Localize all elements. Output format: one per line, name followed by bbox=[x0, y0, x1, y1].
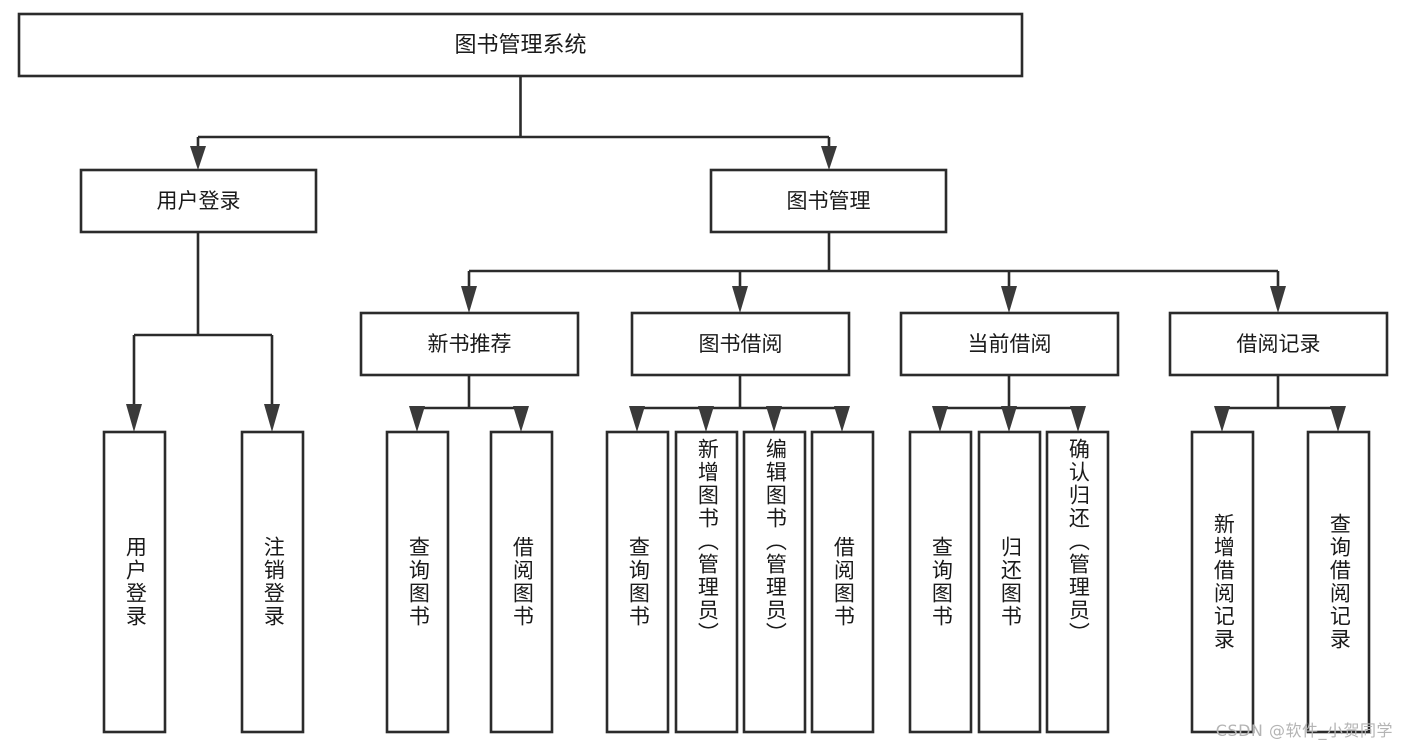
connector-group-new-book-recommend bbox=[409, 375, 529, 432]
connector-group-current-borrow bbox=[932, 375, 1086, 432]
node-root-box[interactable] bbox=[17, 12, 1024, 78]
connector-group-root bbox=[190, 76, 837, 170]
node-user-login-label: 用户登录 bbox=[157, 189, 241, 213]
leaf-box-query-book-2[interactable] bbox=[605, 430, 670, 734]
arrowhead-book-borrow bbox=[732, 286, 748, 313]
node-book-management-box[interactable] bbox=[709, 168, 948, 234]
arrowhead-leaf-borrow-book-2 bbox=[834, 406, 850, 432]
connector-group-borrow-record bbox=[1214, 375, 1346, 432]
node-book-borrow-label: 图书借阅 bbox=[699, 332, 783, 356]
arrowhead-leaf-edit-book bbox=[766, 406, 782, 432]
node-current-borrow[interactable]: 当前借阅 bbox=[899, 311, 1120, 377]
node-root[interactable]: 图书管理系统 bbox=[17, 12, 1024, 78]
leaf-box-user-logout[interactable] bbox=[240, 430, 305, 734]
node-user-login[interactable]: 用户登录 bbox=[79, 168, 318, 234]
leaf-box-confirm-return[interactable] bbox=[1045, 430, 1110, 734]
arrowhead-book-management bbox=[821, 146, 837, 170]
leaf-box-add-book[interactable] bbox=[674, 430, 739, 734]
arrowhead-leaf-add-book bbox=[698, 406, 714, 432]
node-new-book-recommend[interactable]: 新书推荐 bbox=[359, 311, 580, 377]
arrowhead-user-login bbox=[190, 146, 206, 170]
leaf-box-borrow-book-1[interactable] bbox=[489, 430, 554, 734]
node-root-label: 图书管理系统 bbox=[454, 33, 586, 58]
node-new-book-recommend-label: 新书推荐 bbox=[428, 332, 512, 356]
leaf-box-query-record[interactable] bbox=[1306, 430, 1371, 734]
watermark-text: CSDN @软件_小贺同学 bbox=[1215, 721, 1393, 740]
arrowhead-leaf-query-record bbox=[1330, 406, 1346, 432]
leaf-box-add-record[interactable] bbox=[1190, 430, 1255, 734]
arrowhead-leaf-query-book-2 bbox=[629, 406, 645, 432]
leaf-box-query-book-3[interactable] bbox=[908, 430, 973, 734]
arrowhead-leaf-add-record bbox=[1214, 406, 1230, 432]
leaf-box-query-book-1[interactable] bbox=[385, 430, 450, 734]
node-user-login-box[interactable] bbox=[79, 168, 318, 234]
arrowhead-leaf-return-book bbox=[1001, 406, 1017, 432]
node-borrow-record-label: 借阅记录 bbox=[1237, 332, 1321, 356]
node-current-borrow-label: 当前借阅 bbox=[968, 332, 1052, 356]
connector-group-user-login bbox=[126, 232, 280, 432]
node-current-borrow-box[interactable] bbox=[899, 311, 1120, 377]
leaf-box-edit-book[interactable] bbox=[742, 430, 807, 734]
arrowhead-leaf-confirm-return bbox=[1070, 406, 1086, 432]
leaf-box-user-login[interactable] bbox=[102, 430, 167, 734]
connector-group-book-borrow bbox=[629, 375, 850, 432]
node-book-management-label: 图书管理 bbox=[787, 189, 871, 213]
node-borrow-record[interactable]: 借阅记录 bbox=[1168, 311, 1389, 377]
arrowhead-current-borrow bbox=[1001, 286, 1017, 313]
leaf-box-borrow-book-2[interactable] bbox=[810, 430, 875, 734]
node-borrow-record-box[interactable] bbox=[1168, 311, 1389, 377]
leaf-box-return-book[interactable] bbox=[977, 430, 1042, 734]
node-book-borrow[interactable]: 图书借阅 bbox=[630, 311, 851, 377]
node-book-borrow-box[interactable] bbox=[630, 311, 851, 377]
arrowhead-leaf-user-logout bbox=[264, 404, 280, 432]
connector-group-book-management bbox=[461, 232, 1286, 313]
arrowhead-leaf-query-book-1 bbox=[409, 406, 425, 432]
arrowhead-leaf-user-login bbox=[126, 404, 142, 432]
arrowhead-leaf-query-book-3 bbox=[932, 406, 948, 432]
arrowhead-new-book-recommend bbox=[461, 286, 477, 313]
arrowhead-borrow-record bbox=[1270, 286, 1286, 313]
node-new-book-recommend-box[interactable] bbox=[359, 311, 580, 377]
node-book-management[interactable]: 图书管理 bbox=[709, 168, 948, 234]
arrowhead-leaf-borrow-book-1 bbox=[513, 406, 529, 432]
